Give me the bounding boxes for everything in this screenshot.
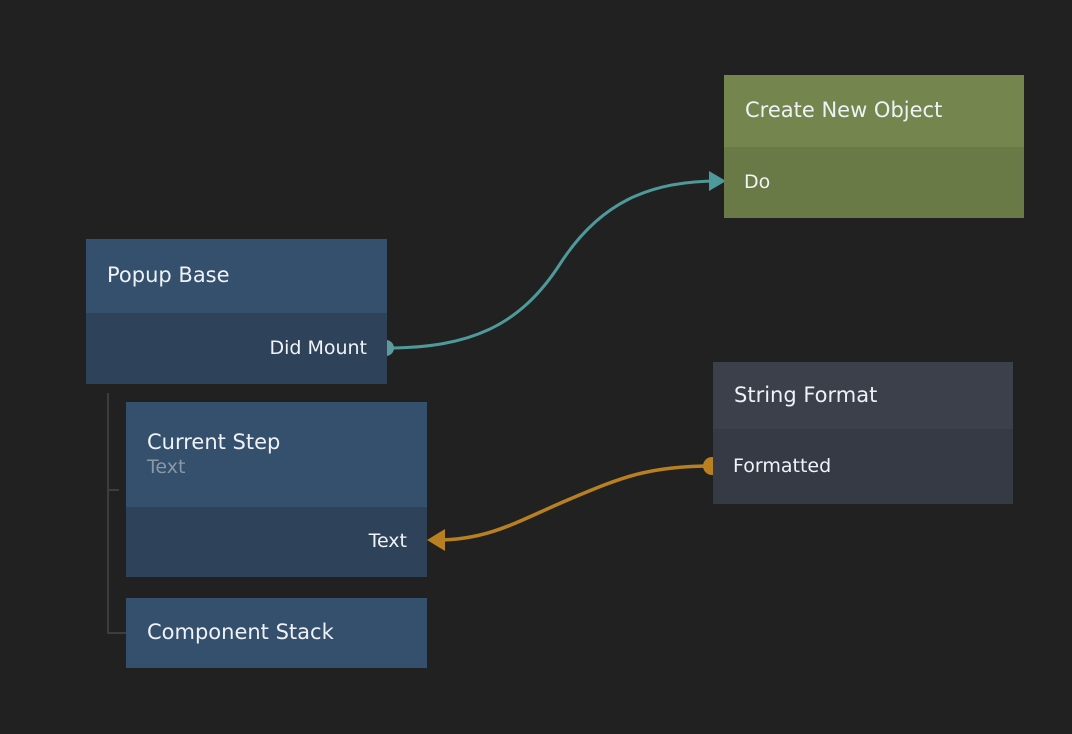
node-title-string-format: String Format — [734, 382, 878, 407]
tree-line-trunk — [107, 393, 109, 634]
node-header-string-format[interactable]: String Format — [713, 362, 1013, 429]
port-row-text-output[interactable]: Text — [369, 528, 407, 554]
port-row-formatted[interactable]: Formatted — [733, 453, 831, 479]
tree-line-branch-current-step — [107, 489, 119, 491]
node-title-component-stack: Component Stack — [147, 620, 334, 645]
node-header-create-new-object[interactable]: Create New Object — [724, 75, 1024, 147]
wire-did-mount-to-do[interactable] — [384, 179, 720, 350]
port-label-formatted: Formatted — [733, 454, 832, 477]
port-label-do: Do — [744, 170, 771, 193]
port-label-text-output: Text — [368, 529, 407, 552]
node-title-create-new-object: Create New Object — [745, 98, 943, 123]
node-title-current-step: Current Step — [147, 430, 281, 455]
node-string-format[interactable]: String Format Formatted — [713, 362, 1013, 504]
node-body-current-step: Text — [126, 507, 427, 577]
port-row-do[interactable]: Do — [744, 169, 770, 195]
arrowhead-text-input — [427, 529, 445, 551]
node-title-popup-base: Popup Base — [107, 263, 230, 288]
node-body-string-format: Formatted — [713, 429, 1013, 504]
node-body-popup-base: Did Mount — [86, 313, 387, 384]
node-create-new-object[interactable]: Create New Object Do — [724, 75, 1024, 218]
tree-line-branch-component-stack — [107, 632, 126, 634]
node-header-current-step[interactable]: Current Step Text — [126, 402, 427, 507]
node-header-popup-base[interactable]: Popup Base — [86, 239, 387, 313]
wire-formatted-to-text[interactable] — [435, 464, 714, 542]
port-row-did-mount[interactable]: Did Mount — [269, 335, 367, 361]
node-subtitle-current-step: Text — [147, 455, 186, 478]
port-label-did-mount: Did Mount — [269, 336, 367, 359]
node-popup-base[interactable]: Popup Base Did Mount — [86, 239, 387, 384]
node-current-step[interactable]: Current Step Text Text — [126, 402, 427, 577]
node-body-create-new-object: Do — [724, 147, 1024, 218]
node-header-component-stack[interactable]: Component Stack — [126, 598, 427, 668]
node-component-stack[interactable]: Component Stack — [126, 598, 427, 668]
